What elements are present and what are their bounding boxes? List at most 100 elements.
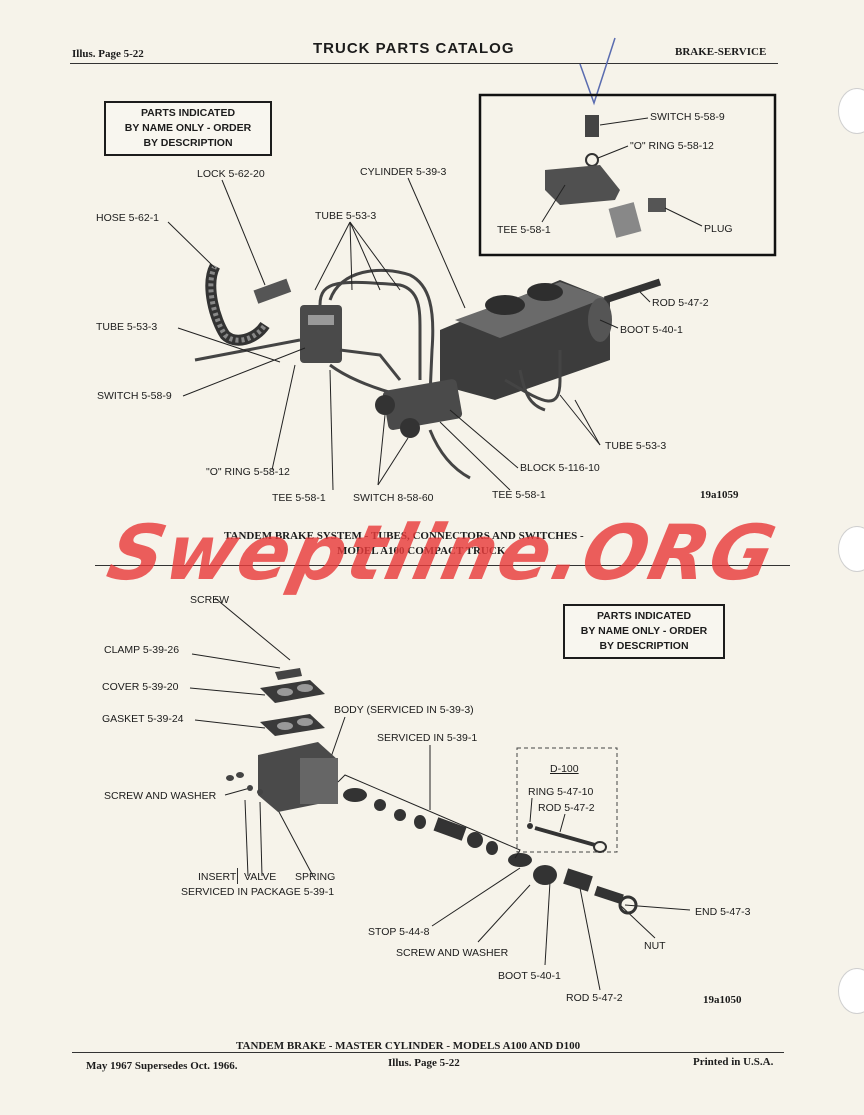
label-screw: SCREW — [190, 594, 230, 606]
watermark-logo: Sweptline.ORG — [100, 508, 785, 597]
label-rod: ROD 5-47-2 — [566, 992, 623, 1004]
label-end: END 5-47-3 — [695, 906, 751, 918]
label-oring: "O" RING 5-58-12 — [206, 466, 290, 478]
label-separator — [237, 868, 238, 884]
inset-tee-drawing — [545, 165, 620, 205]
label-spring: SPRING — [295, 871, 336, 883]
d100-label-rod: ROD 5-47-2 — [538, 802, 595, 814]
gasket-detail — [297, 718, 313, 726]
header-rule — [70, 63, 778, 64]
serviced-bracket — [337, 774, 521, 859]
inset-label-tee: TEE 5-58-1 — [497, 224, 551, 236]
switch-drawing — [375, 395, 395, 415]
junction-block-drawing — [300, 305, 342, 363]
label-switch-left: SWITCH 5-58-9 — [97, 390, 172, 402]
body-flange-drawing — [300, 758, 338, 804]
header-section: BRAKE-SERVICE — [675, 46, 767, 58]
footer-rule — [72, 1052, 784, 1053]
d100-frame — [516, 747, 618, 853]
label-block: BLOCK 5-116-10 — [520, 462, 600, 474]
label-clamp: CLAMP 5-39-26 — [104, 644, 180, 656]
reservoir-cap — [485, 295, 525, 315]
label-hose: HOSE 5-62-1 — [96, 212, 160, 224]
inset-switch-drawing — [585, 115, 599, 137]
figure-ref-bottom: 19a1050 — [703, 994, 742, 1006]
section-divider — [95, 565, 790, 566]
leader-lines-d100 — [529, 797, 566, 833]
cover-detail — [277, 688, 293, 696]
d100-rod-drawing — [534, 826, 596, 847]
label-gasket: GASKET 5-39-24 — [102, 713, 184, 725]
leader-lines-inset — [541, 117, 703, 227]
binder-hole — [838, 88, 864, 134]
gasket-detail — [277, 722, 293, 730]
push-rod-drawing — [603, 278, 662, 304]
leader-lines-top — [167, 177, 651, 491]
tube-drawing — [504, 350, 562, 403]
tube-drawing — [518, 369, 546, 412]
figure-caption-bottom: TANDEM BRAKE - MASTER CYLINDER - MODELS … — [236, 1040, 581, 1052]
label-serviced-package: SERVICED IN PACKAGE 5-39-1 — [181, 886, 335, 898]
tube-left-drawing — [194, 338, 301, 362]
label-tube-left: TUBE 5-53-3 — [96, 321, 158, 333]
label-insert: INSERT — [198, 871, 237, 883]
label-rod: ROD 5-47-2 — [652, 297, 709, 309]
inset-bracket-drawing — [608, 202, 642, 238]
d100-ring-drawing — [527, 823, 533, 829]
label-stop: STOP 5-44-8 — [368, 926, 430, 938]
inset-oring-drawing — [585, 153, 599, 167]
label-nut: NUT — [644, 940, 666, 952]
d100-title: D-100 — [550, 763, 579, 775]
cover-detail — [297, 684, 313, 692]
footer-page-ref: Illus. Page 5-22 — [388, 1057, 460, 1069]
label-tube-top: TUBE 5-53-3 — [315, 210, 377, 222]
label-boot: BOOT 5-40-1 — [620, 324, 683, 336]
binder-hole — [838, 968, 864, 1014]
label-tee-a: TEE 5-58-1 — [272, 492, 326, 504]
pen-check-mark — [579, 37, 616, 106]
switch-drawing — [400, 418, 420, 438]
reservoir-cap — [527, 283, 563, 301]
note-line: BY DESCRIPTION — [599, 640, 689, 652]
parts-note-box-bottom: PARTS INDICATED BY NAME ONLY - ORDER BY … — [563, 604, 725, 659]
footer-date: May 1967 Supersedes Oct. 1966. — [86, 1060, 238, 1072]
label-screw-washer-mid: SCREW AND WASHER — [396, 947, 509, 959]
page-title: TRUCK PARTS CATALOG — [313, 40, 515, 57]
inset-plug-drawing — [648, 198, 666, 212]
inset-label-plug: PLUG — [704, 223, 733, 235]
label-serviced: SERVICED IN 5-39-1 — [377, 732, 478, 744]
footer-printed: Printed in U.S.A. — [693, 1056, 774, 1068]
binder-hole — [838, 526, 864, 572]
figure-ref-top: 19a1059 — [700, 489, 739, 501]
label-boot: BOOT 5-40-1 — [498, 970, 561, 982]
hose-drawing — [205, 263, 270, 346]
note-line: BY NAME ONLY - ORDER — [124, 122, 252, 134]
d100-rod-end — [593, 841, 607, 853]
label-cover: COVER 5-39-20 — [102, 681, 179, 693]
label-lock: LOCK 5-62-20 — [197, 168, 265, 180]
note-line: PARTS INDICATED — [596, 610, 692, 622]
hose-texture — [208, 264, 268, 343]
clamp-drawing — [275, 668, 302, 680]
inset-label-switch: SWITCH 5-58-9 — [650, 111, 725, 123]
junction-block-detail — [308, 315, 334, 325]
master-cylinder-top — [455, 282, 605, 338]
lock-fitting-drawing — [253, 278, 292, 304]
header-page-ref: Illus. Page 5-22 — [72, 48, 144, 60]
tube-drawing — [339, 348, 402, 381]
tube-drawing — [318, 280, 422, 380]
tube-drawing — [428, 429, 471, 480]
label-tube-right: TUBE 5-53-3 — [605, 440, 667, 452]
d100-label-ring: RING 5-47-10 — [528, 786, 594, 798]
inset-frame — [478, 93, 777, 257]
label-switch-b: SWITCH 8-58-60 — [353, 492, 434, 504]
figure-caption-top-line1: TANDEM BRAKE SYSTEM - TUBES, CONNECTORS … — [224, 530, 584, 542]
inset-label-oring: "O" RING 5-58-12 — [630, 140, 714, 152]
label-cylinder: CYLINDER 5-39-3 — [360, 166, 447, 178]
small-parts-drawing — [226, 772, 263, 795]
label-screw-washer-left: SCREW AND WASHER — [104, 790, 217, 802]
label-body: BODY (SERVICED IN 5-39-3) — [334, 704, 474, 716]
label-valve: VALVE — [244, 871, 277, 883]
block-drawing — [382, 379, 463, 430]
